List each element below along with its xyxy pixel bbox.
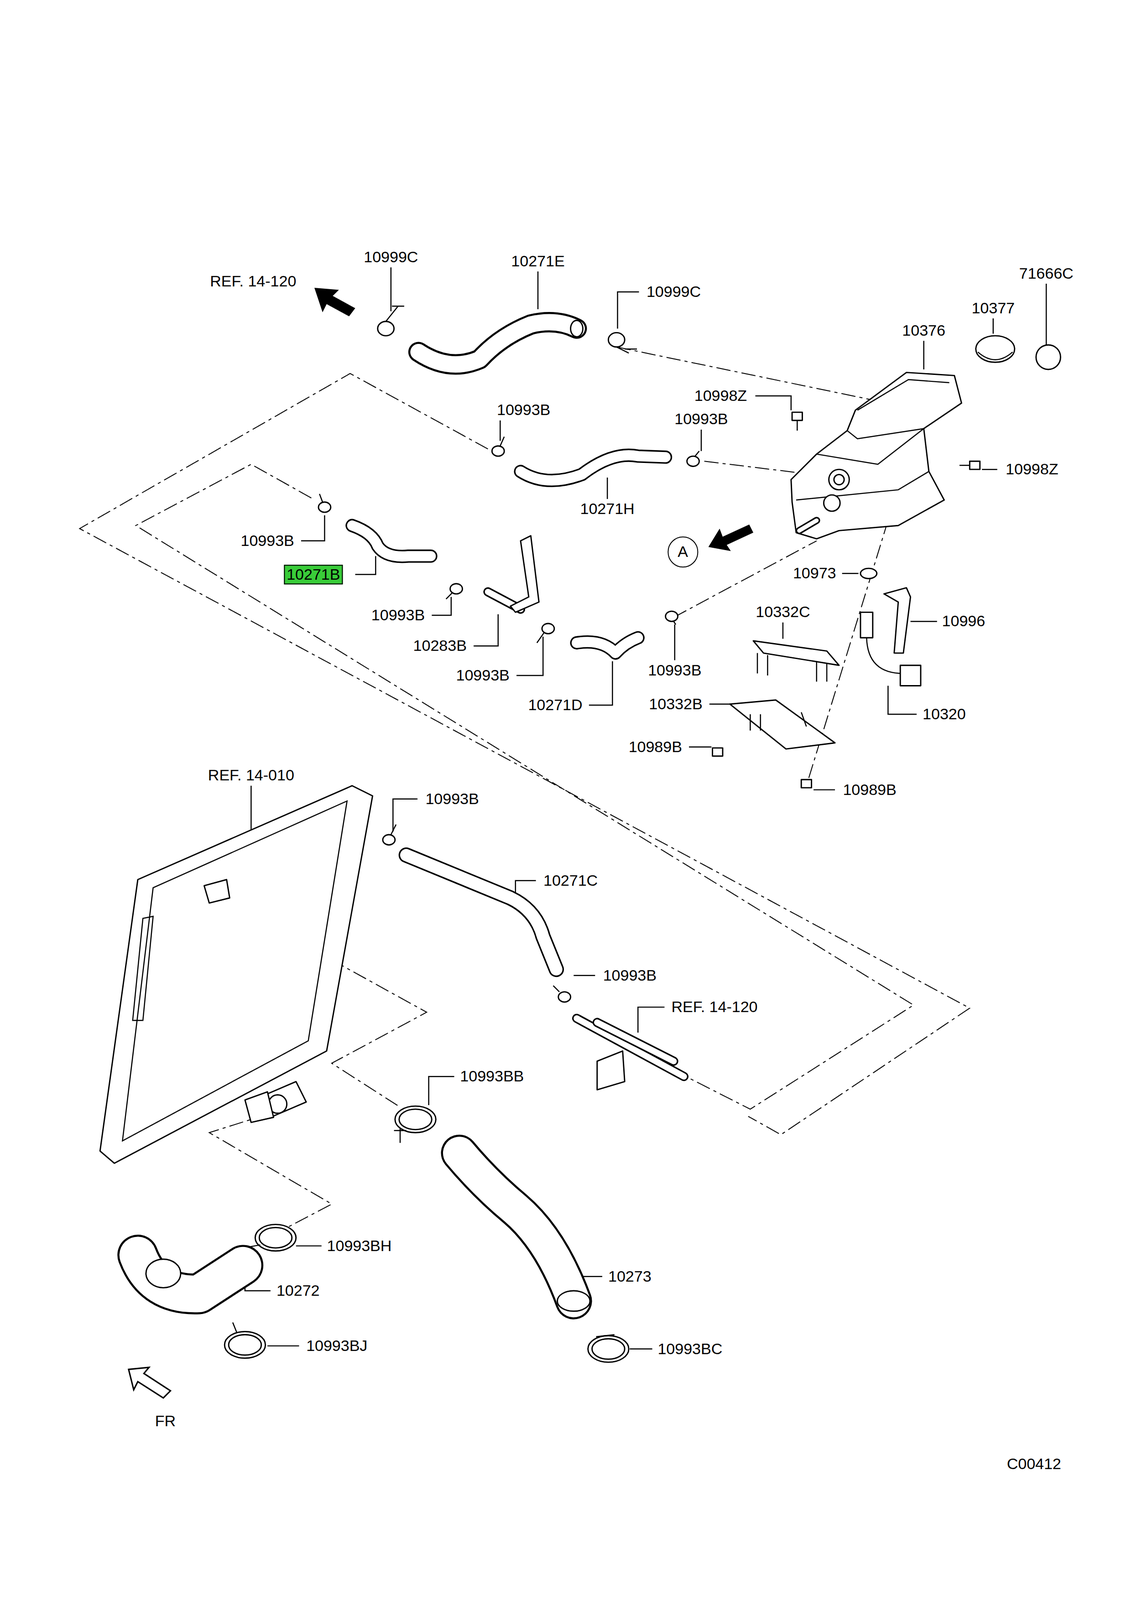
callout-number: 10271E	[511, 252, 565, 270]
callout-number: 10993B	[371, 606, 425, 624]
callout-number: 10993BC	[657, 1340, 723, 1358]
callout-number: 10993B	[240, 532, 295, 550]
callout-number: 71666C	[1019, 265, 1074, 282]
view-reference-circle: A	[667, 537, 699, 568]
callout-number: 10989B	[628, 738, 683, 756]
callout-number: REF. 14-120	[209, 273, 297, 291]
callout-number: 10993B	[674, 411, 728, 428]
callout-number: 10996	[942, 613, 986, 631]
part-number-text: A	[677, 543, 689, 561]
callout-number: 10272	[276, 1282, 320, 1300]
callout-number: 10993BB	[459, 1068, 524, 1086]
callout-number: 10377	[971, 299, 1015, 317]
callout-number: 10999C	[363, 248, 418, 266]
part-number-text: 10271B	[286, 566, 340, 584]
highlighted-part-number: 10271B	[283, 564, 343, 585]
callout-number: 10993B	[496, 401, 551, 419]
callout-number: 10993B	[456, 667, 510, 684]
callout-number: FR	[155, 1413, 176, 1431]
callout-number: REF. 14-120	[671, 998, 758, 1016]
callout-number: C00412	[1006, 1456, 1062, 1474]
callout-number: 10320	[922, 705, 966, 723]
callout-number: 10271D	[527, 696, 583, 714]
callout-number: 10332B	[648, 695, 703, 713]
callout-number: 10998Z	[1005, 460, 1059, 478]
callout-number: 10271H	[580, 500, 635, 518]
callout-number: 10993B	[647, 662, 702, 679]
callout-number: 10993BJ	[306, 1337, 368, 1355]
callout-number: 10993B	[603, 967, 657, 985]
callout-number: REF. 14-010	[208, 767, 295, 785]
callout-number: 10999C	[646, 283, 701, 301]
callout-number: 10273	[608, 1268, 652, 1286]
callout-number: 10998Z	[694, 387, 747, 405]
callout-number: 10993BH	[327, 1237, 392, 1255]
callout-number: 10283B	[413, 637, 467, 655]
callout-number: 10376	[902, 322, 946, 340]
callout-number: 10989B	[842, 781, 897, 799]
callout-number: 10993B	[425, 790, 479, 808]
callout-number: 10973	[792, 565, 837, 583]
callout-number: 10271C	[543, 872, 598, 890]
callout-number: 10332C	[755, 604, 810, 621]
